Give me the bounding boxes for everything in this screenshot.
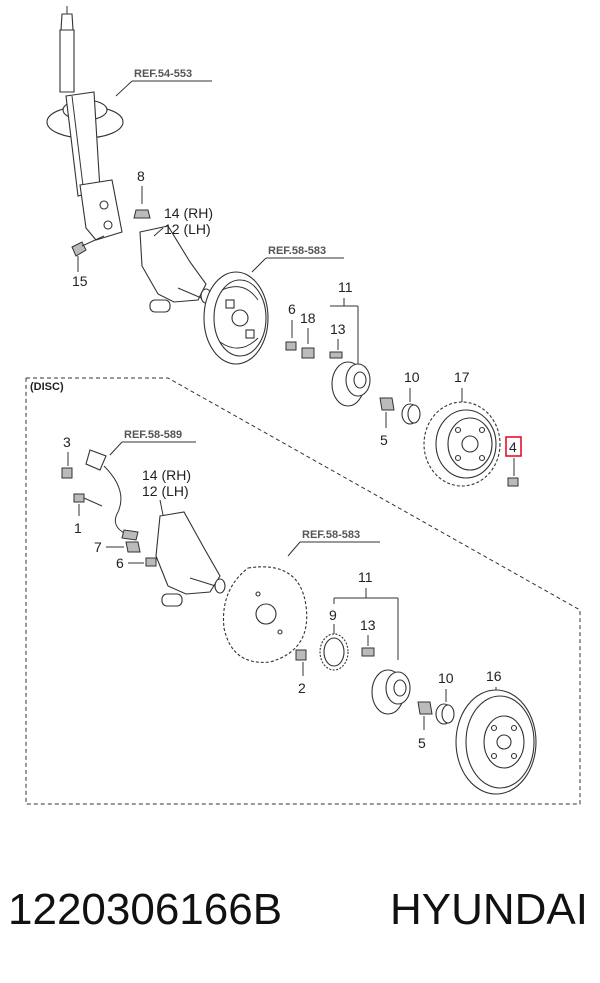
drum-callout-11-13: 11 13 <box>329 279 359 372</box>
drum-callout-4: 4 <box>505 436 522 487</box>
drum-callout-8: 8 <box>133 168 151 219</box>
ref-abs-callout: REF.58-589 <box>109 429 196 456</box>
label-7: 7 <box>94 539 102 555</box>
drum-callout-6-18: 6 18 <box>285 301 316 359</box>
part-number: 1220306166B <box>8 885 283 934</box>
brand-name: HYUNDAI <box>389 885 588 934</box>
ref-disc: REF.58-583 <box>302 529 360 541</box>
strut-assembly <box>46 6 124 257</box>
disc-callout-2: 2 <box>295 649 307 696</box>
label-1: 1 <box>74 520 82 536</box>
drum-callout-10: 10 <box>401 369 421 425</box>
highlight-box <box>505 436 522 457</box>
label-10-drum: 10 <box>404 369 420 385</box>
ref-disc-callout: REF.58-583 <box>287 529 380 557</box>
label-5-disc: 5 <box>418 735 426 751</box>
label-12-lh-disc: 12 (LH) <box>142 483 189 499</box>
label-12-lh: 12 (LH) <box>164 221 211 237</box>
ref-drum-callout: REF.58-583 <box>251 245 344 273</box>
ref-drum: REF.58-583 <box>268 245 326 257</box>
ref-abs: REF.58-589 <box>124 429 182 441</box>
label-14-rh: 14 (RH) <box>164 205 213 221</box>
ref-strut-callout: REF.54-553 <box>115 68 212 97</box>
label-9: 9 <box>329 607 337 623</box>
label-14-rh-disc: 14 (RH) <box>142 467 191 483</box>
label-13-drum: 13 <box>330 321 346 337</box>
drum-callout-5: 5 <box>379 397 395 448</box>
disc-section-frame: (DISC) <box>25 377 581 805</box>
disc-knuckle <box>155 511 226 607</box>
abs-sensor <box>85 449 139 541</box>
drum-knuckle <box>139 225 212 313</box>
disc-section-label: (DISC) <box>30 381 64 393</box>
label-18: 18 <box>300 310 316 326</box>
dust-shield <box>222 566 308 663</box>
label-11-drum: 11 <box>338 279 353 295</box>
disc-callout-1: 1 <box>73 493 103 536</box>
label-3: 3 <box>63 434 71 450</box>
disc-hub <box>371 669 411 715</box>
disc-callout-7-6: 7 6 <box>94 539 157 571</box>
disc-callout-5: 5 <box>417 701 433 751</box>
ref-strut: REF.54-553 <box>134 68 192 80</box>
label-10-disc: 10 <box>438 670 454 686</box>
label-6-drum: 6 <box>288 301 296 317</box>
disc-callout-3: 3 <box>61 434 73 479</box>
tone-ring <box>319 633 349 671</box>
caption-bar: 1220306166B HYUNDAI <box>0 885 600 945</box>
drum-hub <box>331 361 371 407</box>
label-17: 17 <box>454 369 470 385</box>
disc-callout-10: 10 <box>435 670 455 725</box>
label-15: 15 <box>72 273 88 289</box>
label-4: 4 <box>509 439 517 455</box>
label-11-disc: 11 <box>358 569 373 585</box>
label-13-disc: 13 <box>360 617 376 633</box>
brake-rotor <box>455 689 537 795</box>
label-8: 8 <box>137 168 145 184</box>
label-16: 16 <box>486 668 502 684</box>
label-6-disc: 6 <box>116 555 124 571</box>
disc-callout-11-9-13: 11 9 13 <box>329 569 399 660</box>
brake-drum <box>423 401 501 487</box>
label-2: 2 <box>298 680 306 696</box>
drum-callout-17: 17 <box>454 369 470 404</box>
disc-callout-14-12: 14 (RH) 12 (LH) <box>142 467 191 521</box>
drum-backing-plate <box>203 271 269 365</box>
drum-callout-14-12: 14 (RH) 12 (LH) <box>153 205 213 237</box>
label-5-drum: 5 <box>380 432 388 448</box>
